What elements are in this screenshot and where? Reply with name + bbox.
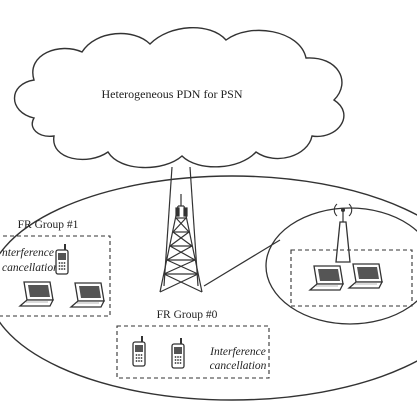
fr-group-1-box xyxy=(0,235,111,317)
laptop-icon xyxy=(348,263,383,289)
mobile-phone-icon xyxy=(132,335,146,367)
fr-group-1-note-line1: nterference xyxy=(2,247,54,259)
mobile-phone-icon xyxy=(55,243,69,275)
antenna-icon xyxy=(333,203,353,263)
fr-group-0-note-line1: Interference xyxy=(209,346,266,358)
cloud: Heterogeneous PDN for PSN xyxy=(14,27,345,169)
fr-group-0-note-line2: cancellation xyxy=(210,360,267,372)
laptop-icon xyxy=(19,281,54,307)
cell-tower-icon xyxy=(159,194,203,293)
fr-group-0-box xyxy=(116,325,270,379)
fr-group-1-label: FR Group #1 xyxy=(18,219,79,231)
laptop-icon xyxy=(309,265,344,291)
mobile-phone-icon xyxy=(171,337,185,369)
laptop-icon xyxy=(70,282,105,308)
main-cell-boundary xyxy=(0,175,417,401)
small-cell-boundary xyxy=(265,207,417,325)
cloud-to-tower-links xyxy=(163,166,199,287)
fr-group-1-note-line2: cancellation xyxy=(2,262,59,274)
small-cell-group-box xyxy=(290,249,413,307)
fr-group-0-label: FR Group #0 xyxy=(157,309,218,321)
tower-to-small-cell-link xyxy=(203,239,281,287)
cloud-label: Heterogeneous PDN for PSN xyxy=(102,87,243,101)
